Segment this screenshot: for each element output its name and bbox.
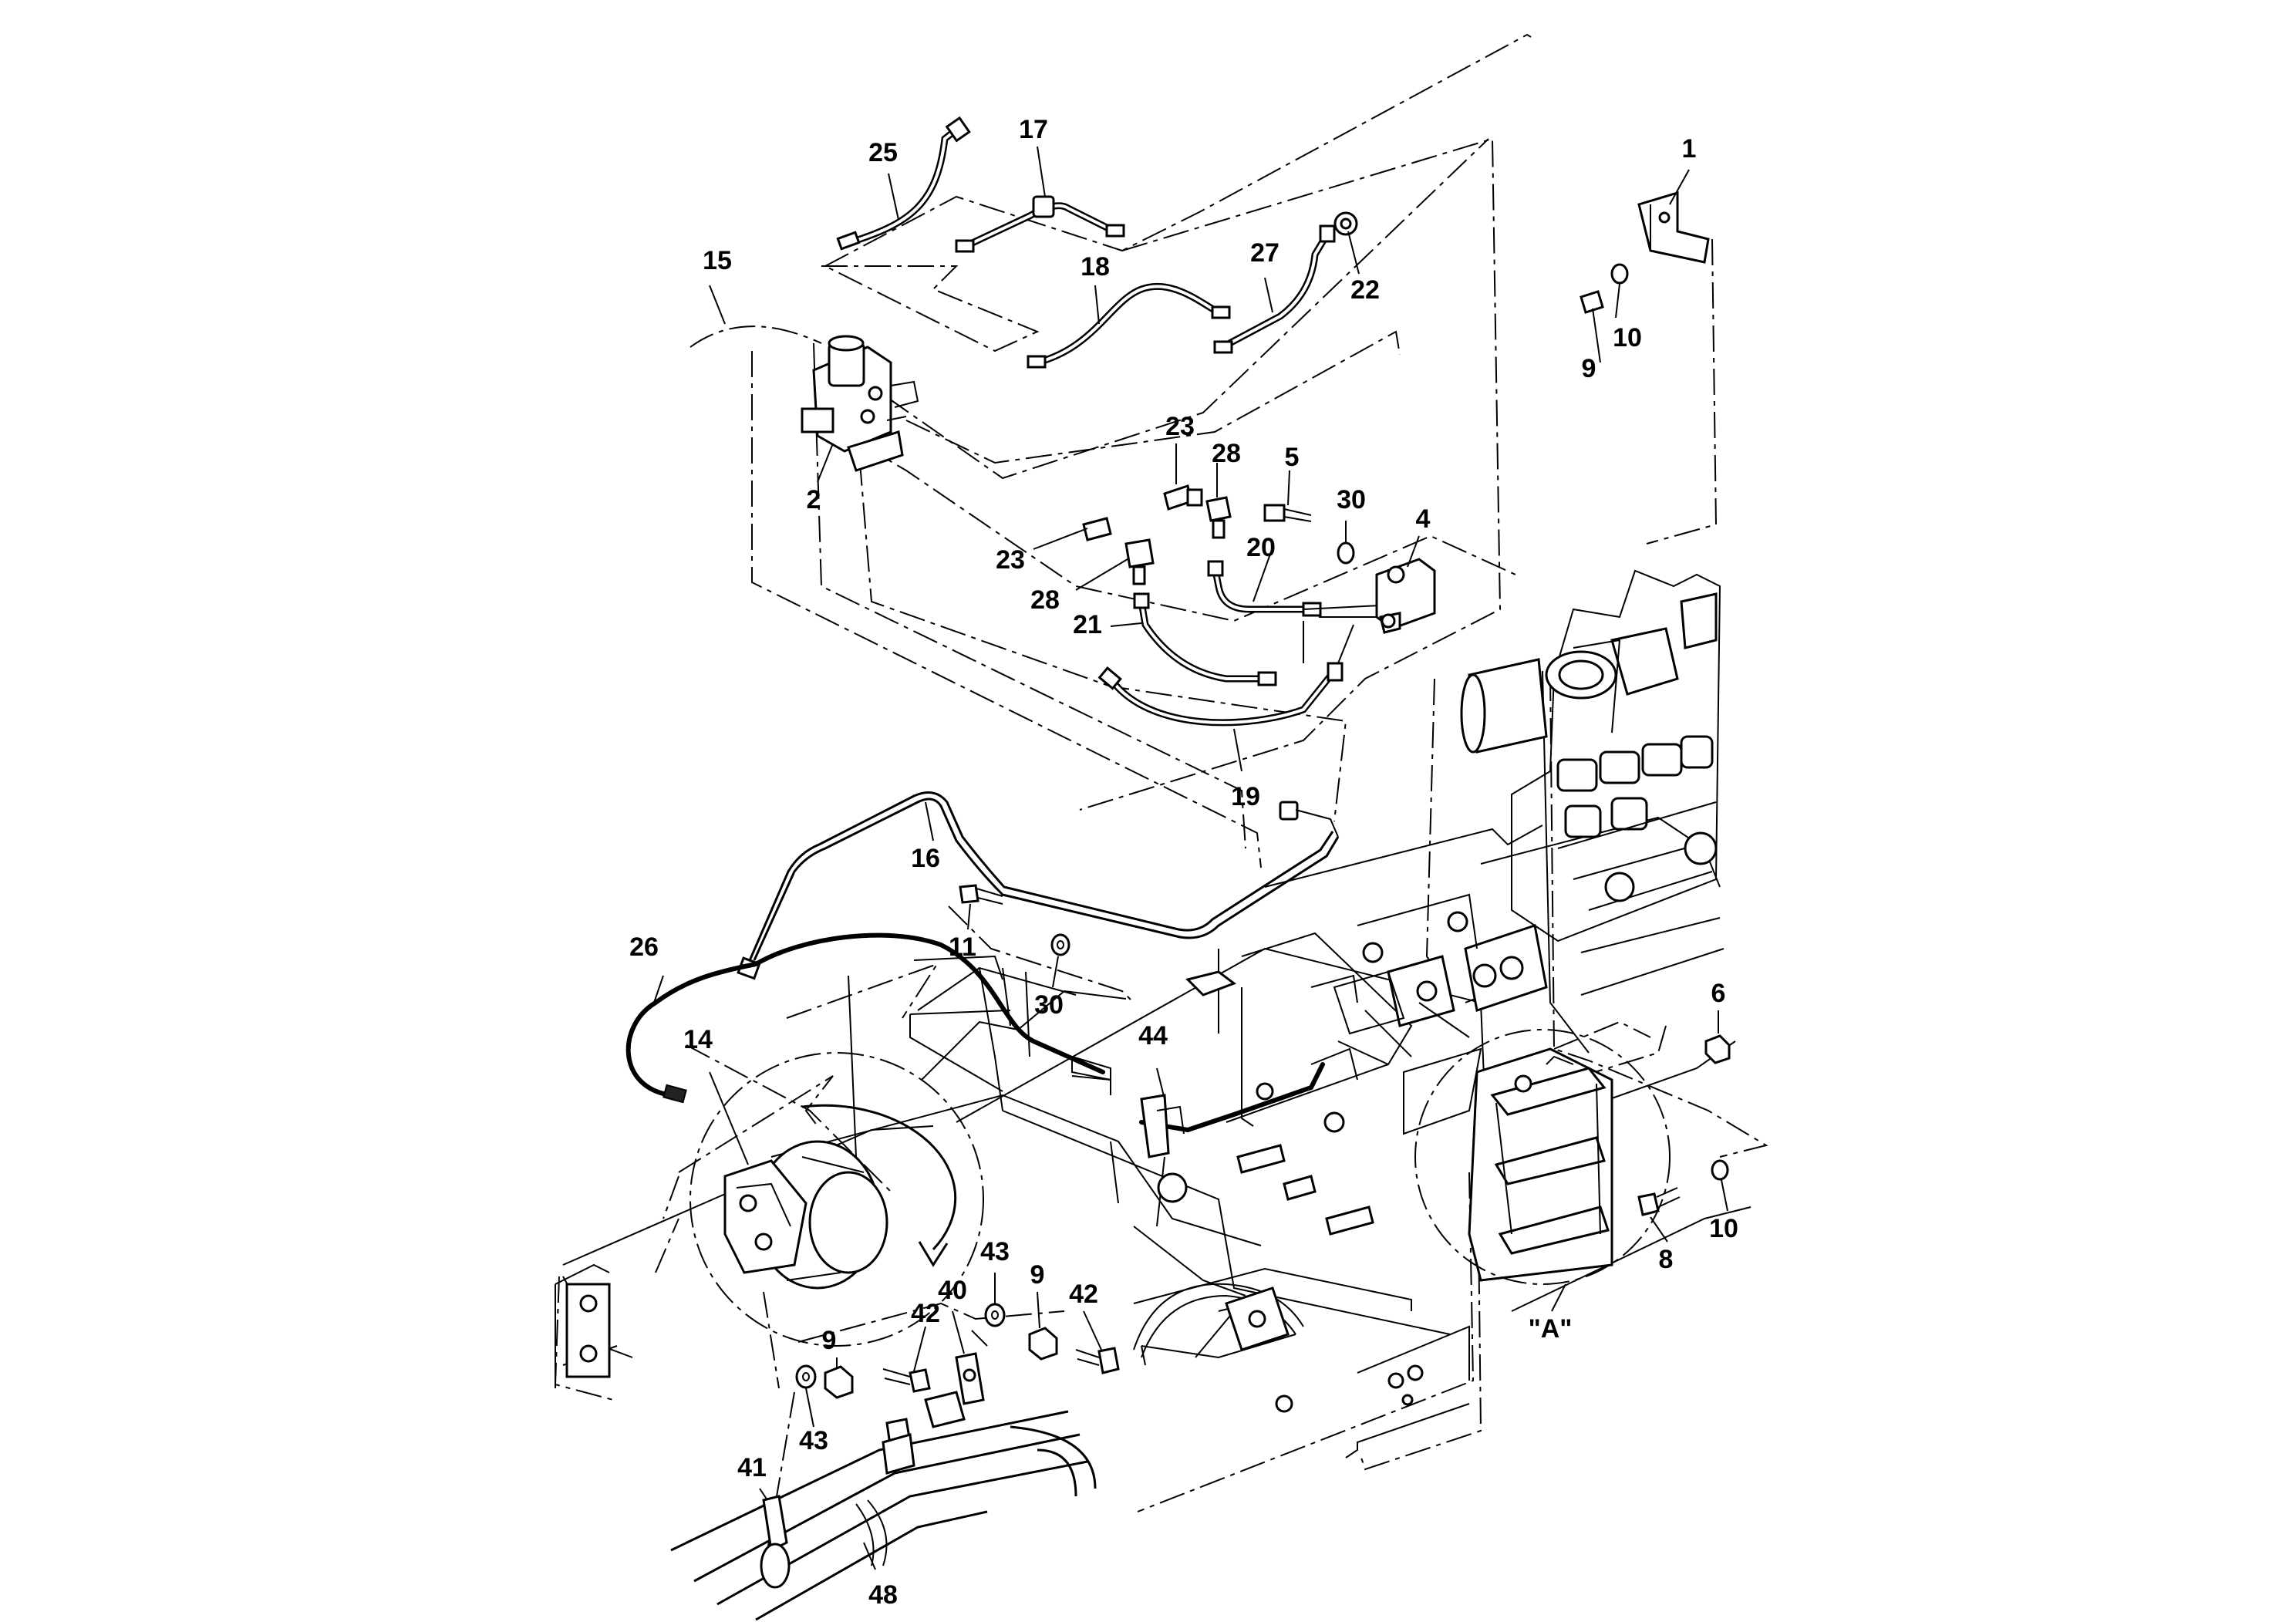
leader-lines — [653, 146, 1728, 1570]
callout-30-upper: 30 — [1337, 485, 1366, 514]
callout-23-lower: 23 — [996, 545, 1025, 575]
callout-15: 15 — [703, 246, 732, 275]
callout-2: 2 — [807, 485, 821, 514]
callout-11: 11 — [949, 932, 976, 962]
middle-hoses — [1082, 484, 1436, 727]
callout-8: 8 — [1659, 1245, 1674, 1274]
lower-hoses — [625, 791, 1374, 1236]
callout-18: 18 — [1081, 252, 1110, 282]
callout-22: 22 — [1350, 275, 1380, 305]
callout-9-right: 9 — [1030, 1260, 1045, 1290]
callout-25: 25 — [868, 138, 898, 167]
solenoid-valve — [801, 335, 919, 472]
rotation-arrow — [801, 1104, 957, 1251]
clamp-detail — [565, 1283, 1120, 1621]
callout-23-upper: 23 — [1165, 412, 1195, 441]
arrow-head-icon — [918, 1241, 949, 1267]
callout-21: 21 — [1073, 610, 1102, 639]
travel-motor — [723, 1140, 888, 1290]
callout-labels: 1 2 4 5 6 8 9 9 9 10 10 11 14 15 16 17 1… — [629, 115, 1738, 1610]
detail-a-label: "A" — [1529, 1314, 1573, 1344]
lower-guard — [971, 1172, 1424, 1413]
callout-28-lower: 28 — [1030, 585, 1060, 615]
callout-27: 27 — [1250, 238, 1279, 268]
step-assembly — [1403, 1047, 1613, 1282]
phantom-curve-15 — [689, 325, 822, 348]
callout-4: 4 — [1416, 504, 1431, 534]
callout-42-left: 42 — [911, 1299, 940, 1328]
control-valve-block — [1310, 893, 1548, 1081]
callout-44: 44 — [1138, 1021, 1168, 1050]
callout-5: 5 — [1285, 443, 1300, 472]
callout-17: 17 — [1019, 115, 1048, 144]
callout-1: 1 — [1682, 134, 1697, 164]
callout-26: 26 — [629, 932, 659, 962]
callout-10-top: 10 — [1613, 323, 1642, 352]
travel-motor-detail-circle — [689, 1052, 984, 1347]
callout-28-upper: 28 — [1212, 439, 1241, 468]
callout-6: 6 — [1711, 979, 1726, 1008]
callout-43-left: 43 — [799, 1426, 828, 1455]
callout-42-right: 42 — [1069, 1280, 1098, 1309]
upper-hoses — [836, 116, 1358, 369]
callout-20: 20 — [1246, 533, 1276, 562]
engine — [1460, 569, 1721, 943]
callout-40: 40 — [938, 1276, 967, 1305]
callout-9-left: 9 — [822, 1326, 837, 1355]
bracket-hardware — [1580, 191, 1731, 1216]
callout-16: 16 — [911, 844, 940, 873]
callout-14: 14 — [683, 1025, 713, 1054]
callout-43-right: 43 — [980, 1237, 1010, 1266]
callout-48: 48 — [868, 1580, 898, 1610]
callout-19: 19 — [1231, 782, 1260, 811]
detail-a-circle — [1414, 1029, 1671, 1285]
phantom-lines — [554, 33, 1768, 1574]
callout-41: 41 — [737, 1453, 767, 1482]
callout-30-lower: 30 — [1034, 990, 1064, 1020]
callout-9-top: 9 — [1582, 354, 1596, 383]
callout-10-right: 10 — [1709, 1214, 1738, 1243]
